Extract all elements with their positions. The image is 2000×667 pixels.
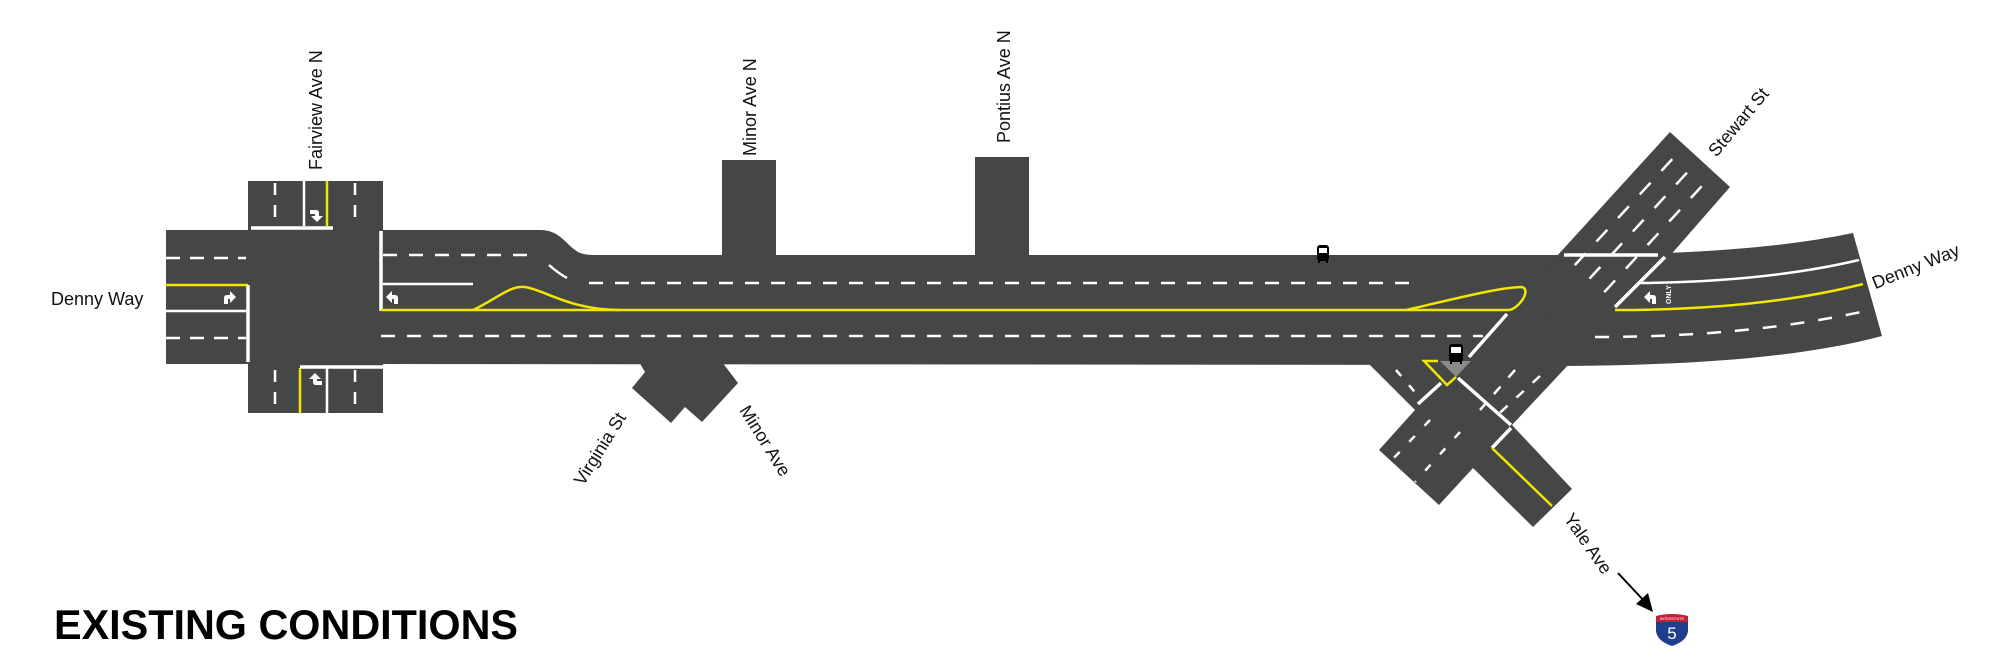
left-turn-arrow-icon (310, 205, 323, 222)
label-yale-ave: Yale Ave (1560, 509, 1616, 577)
direction-arrow-icon (1617, 572, 1653, 612)
lane-markings (166, 147, 1871, 507)
bus-stop-yellow-outline (1421, 359, 1457, 387)
page-title: EXISTING CONDITIONS (54, 601, 518, 648)
left-turn-arrow-icon (386, 291, 403, 304)
center-yellow (1491, 447, 1553, 507)
label-stewart-st: Stewart St (1704, 84, 1773, 160)
virginia-minor-stub (632, 362, 738, 423)
left-turn-arrow-icon (1644, 291, 1661, 304)
interstate-shield-icon: INTERSTATE 5 (1656, 614, 1688, 646)
shield-banner: INTERSTATE (1660, 616, 1685, 621)
lane-dash (1603, 174, 1713, 294)
bus-stops (1317, 245, 1471, 387)
only-marking: ONLY (1666, 285, 1673, 304)
lane-dash (1479, 369, 1516, 411)
stewart-st-leg (1540, 132, 1730, 290)
median-island-yellow (1405, 285, 1527, 312)
left-turn-arrow-icon (219, 291, 236, 304)
lane-dash (1389, 419, 1431, 463)
bus-stop-icon (1449, 344, 1463, 364)
pontius-ave-n-stub (975, 157, 1029, 257)
left-turn-arrow-icon (309, 373, 322, 390)
shield-number: 5 (1667, 624, 1676, 643)
label-fairview-ave-n: Fairview Ave N (306, 50, 326, 170)
lane-dash (1588, 160, 1699, 280)
bus-stop-zone (1440, 361, 1471, 377)
center-yellow (1614, 282, 1864, 312)
stop-bar (1490, 426, 1513, 450)
bus-stop-icon (1317, 245, 1329, 263)
denny-west-segment (166, 230, 250, 364)
turn-arrows: ONLY (219, 205, 1673, 390)
stop-bar (1416, 381, 1443, 406)
lane-dash (1573, 147, 1684, 266)
lane-dash (1594, 308, 1871, 339)
label-pontius-ave-n: Pontius Ave N (994, 30, 1014, 143)
label-minor-ave: Minor Ave (735, 402, 794, 480)
denny-main-segment (381, 230, 1572, 365)
stop-bar (1467, 312, 1509, 359)
stop-bar (1456, 376, 1513, 427)
lane-dash (1395, 369, 1421, 399)
road-surfaces (166, 132, 1882, 527)
median-island-yellow (472, 285, 621, 312)
lane-line (1639, 258, 1860, 285)
denny-east-segment (1540, 233, 1882, 366)
minor-ave-n-stub (722, 160, 776, 257)
label-denny-way-east: Denny Way (1869, 240, 1962, 293)
label-minor-ave-n: Minor Ave N (740, 58, 760, 156)
lane-dash-curve (548, 264, 568, 280)
label-denny-way-west: Denny Way (51, 289, 143, 309)
label-virginia-st: Virginia St (570, 409, 630, 489)
